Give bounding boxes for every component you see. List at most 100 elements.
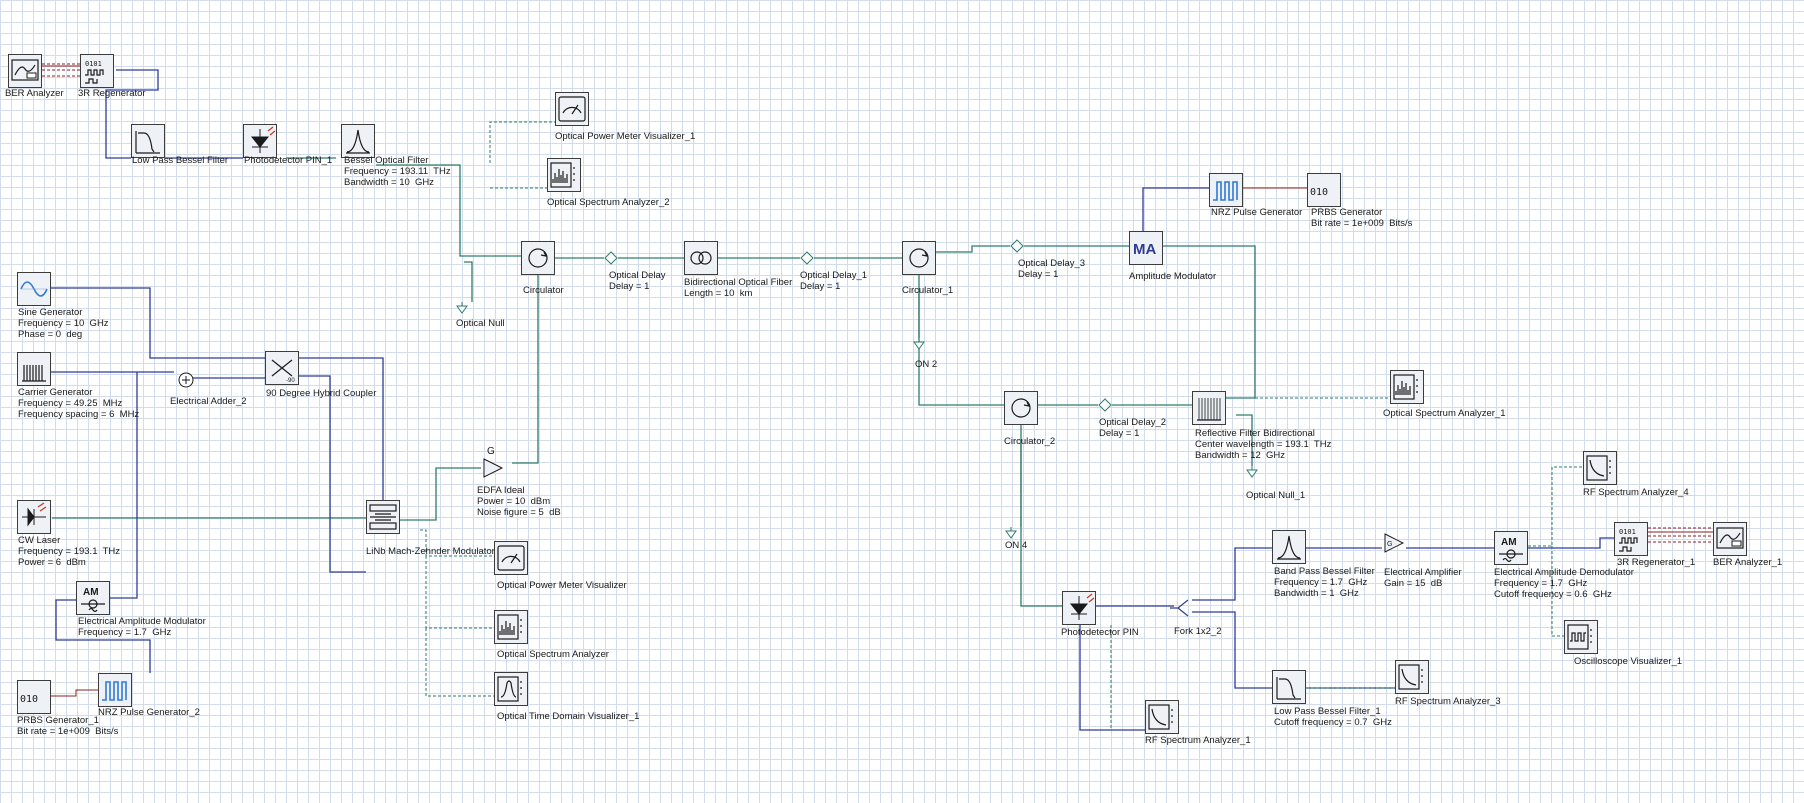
component-param: Frequency = 1.7 GHz: [78, 627, 172, 638]
wire-44[interactable]: [420, 529, 494, 557]
wire-46[interactable]: [425, 628, 494, 697]
ber1-block[interactable]: [8, 54, 42, 88]
ber11-label: BER Analyzer_1: [1713, 557, 1782, 568]
wire-15[interactable]: [1020, 425, 1062, 607]
od1-block[interactable]: [800, 251, 814, 265]
wire-29[interactable]: [1142, 187, 1209, 248]
photodetector-icon: [250, 126, 276, 153]
component-name: Optical Spectrum Analyzer_1: [1383, 408, 1506, 419]
rfsa3-block[interactable]: [1395, 660, 1429, 694]
pin-block[interactable]: [1062, 591, 1096, 625]
rfsa4-block[interactable]: [1583, 451, 1617, 485]
wire-26[interactable]: [299, 375, 366, 573]
osa2-block[interactable]: [547, 158, 581, 192]
reg11-block[interactable]: 0101: [1614, 522, 1648, 556]
wire-42[interactable]: [489, 121, 555, 163]
wire-14[interactable]: [1163, 245, 1256, 399]
cw-block[interactable]: [17, 500, 51, 534]
oscv-block[interactable]: [1564, 620, 1598, 654]
circ-block[interactable]: [521, 241, 555, 275]
component-name: BER Analyzer: [5, 88, 64, 99]
circ2-block[interactable]: [1004, 391, 1038, 425]
wire-0[interactable]: [376, 164, 521, 257]
bof-block[interactable]: [341, 124, 375, 158]
nrz-block[interactable]: [1209, 173, 1243, 207]
ber-analyzer-icon: [1716, 527, 1744, 549]
osa-block[interactable]: [494, 610, 528, 644]
rfb-block[interactable]: [1192, 391, 1226, 425]
wire-48[interactable]: [1528, 466, 1583, 547]
component-param: Bit rate = 1e+009 Bits/s: [1311, 218, 1413, 229]
osa1-block[interactable]: [1390, 370, 1424, 404]
wire-6[interactable]: [936, 245, 1010, 253]
sine-block[interactable]: [17, 272, 51, 306]
on4-block[interactable]: [1005, 527, 1017, 539]
opmv1-block[interactable]: [555, 92, 589, 126]
eamp-block[interactable]: G: [1382, 531, 1406, 555]
adder-block[interactable]: [174, 368, 198, 392]
component-name: Electrical Adder_2: [170, 396, 247, 407]
wire-45[interactable]: [425, 556, 494, 629]
rfsa1-block[interactable]: [1145, 700, 1179, 734]
mzm-block[interactable]: [366, 500, 400, 534]
wire-17[interactable]: [1236, 414, 1253, 466]
reg1-block[interactable]: 0101: [80, 54, 114, 88]
osa2-label: Optical Spectrum Analyzer_2: [547, 197, 670, 208]
bpbf-block[interactable]: [1272, 530, 1306, 564]
wire-31[interactable]: [1192, 547, 1272, 601]
od3-block[interactable]: [1010, 239, 1024, 253]
wire-39[interactable]: [51, 689, 98, 697]
wire-36[interactable]: [1079, 625, 1145, 731]
component-name: EDFA Ideal: [477, 485, 525, 496]
wire-22[interactable]: [42, 287, 265, 359]
wire-35[interactable]: [1528, 537, 1614, 549]
component-param: Length = 10 km: [684, 288, 753, 299]
nrz2-block[interactable]: [98, 673, 132, 707]
wire-8[interactable]: [512, 275, 539, 464]
wire-25[interactable]: [299, 357, 384, 500]
otdv-block[interactable]: [494, 672, 528, 706]
wire-9[interactable]: [400, 467, 481, 521]
fork-block[interactable]: [1168, 596, 1192, 620]
fiber-block[interactable]: [684, 241, 718, 275]
lpbf1-block[interactable]: [131, 124, 165, 158]
prbs-block[interactable]: 010: [1307, 173, 1341, 207]
od-block[interactable]: [604, 251, 618, 265]
edfa-block[interactable]: G: [481, 446, 505, 480]
od2-block[interactable]: [1098, 398, 1112, 412]
wire-20[interactable]: [105, 69, 159, 159]
pin1-block[interactable]: [243, 124, 277, 158]
opmv-block[interactable]: [494, 541, 528, 575]
wire-27[interactable]: [110, 372, 138, 599]
onull-block[interactable]: [456, 302, 468, 314]
ber11-block[interactable]: [1713, 522, 1747, 556]
prbs-icon: 010: [1310, 187, 1328, 198]
wire-28[interactable]: [55, 599, 151, 673]
wire-16[interactable]: [464, 261, 473, 302]
eadm-block[interactable]: AM: [1494, 531, 1528, 565]
wire-49[interactable]: [1551, 546, 1564, 637]
am-block[interactable]: MA: [1129, 231, 1163, 265]
carrier-block[interactable]: [17, 352, 51, 386]
wire-52[interactable]: [42, 63, 80, 77]
component-name: Low Pass Bessel Filter_1: [1274, 706, 1381, 717]
wire-53[interactable]: [1648, 527, 1713, 543]
circ1-block[interactable]: [902, 241, 936, 275]
hybrid-block[interactable]: -90: [265, 351, 299, 385]
onull1-block[interactable]: [1246, 466, 1258, 478]
fork-label: Fork 1x2_2: [1174, 626, 1222, 637]
pin1-label: Photodetector PIN_1: [244, 155, 332, 166]
wire-32[interactable]: [1192, 611, 1272, 689]
component-param: Power = 6 dBm: [18, 557, 86, 568]
lpbf11-block[interactable]: [1272, 670, 1306, 704]
prbs1-block[interactable]: 010: [17, 680, 51, 714]
otdv-label: Optical Time Domain Visualizer_1: [497, 711, 639, 722]
eam-block[interactable]: AM: [76, 581, 110, 615]
reg11-label: 3R Regenerator_1: [1617, 557, 1695, 568]
on2-block[interactable]: [913, 338, 925, 350]
